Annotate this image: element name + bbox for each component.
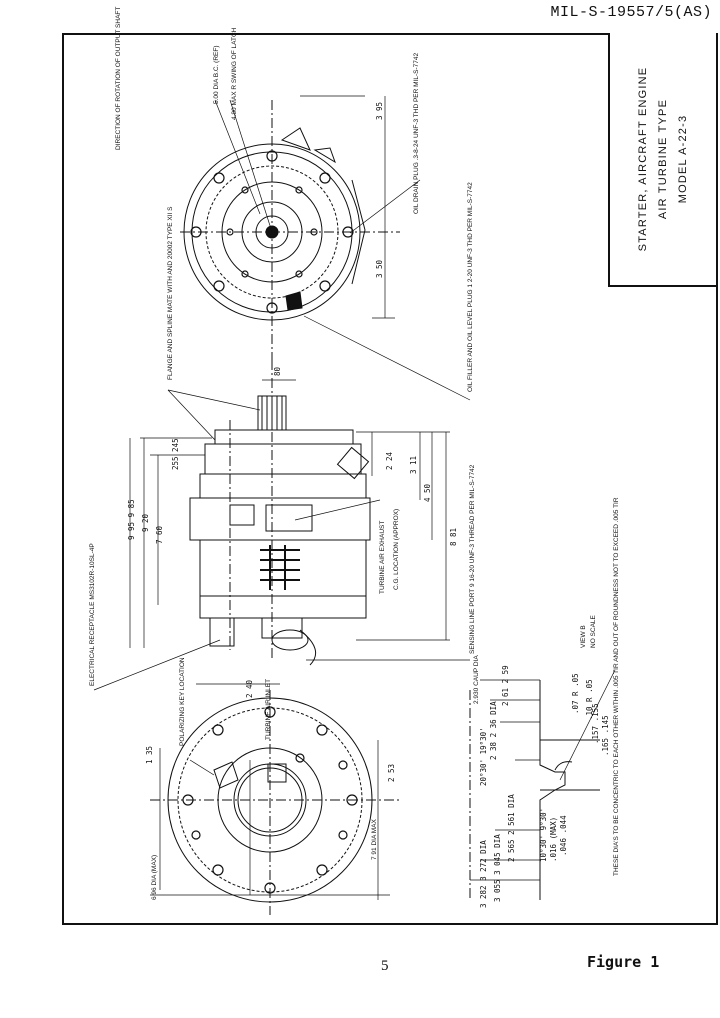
label-polarizing: POLARIZING KEY LOCATION [179, 657, 186, 746]
dim-2565: 2 565 2 561 DIA [507, 794, 516, 862]
label-no-scale: NO SCALE [590, 614, 597, 648]
dim-240: 2 40 [245, 679, 254, 698]
label-dia-max-left: 6 96 DIA (MAX) [151, 855, 158, 900]
label-receptacle: ELECTRICAL RECEPTACLE MS3102R-10SL-4P [89, 543, 96, 686]
dim-3282: 3 282 3 272 DIA [479, 840, 488, 908]
dim-255: 255 245 [171, 438, 180, 470]
dim-395: 3 95 [375, 102, 384, 120]
dim-995: 9 95 9 85 [127, 499, 136, 540]
label-flange: FLANGE AND SPLINE MATE WITH AND 20002 TY… [167, 206, 174, 380]
dim-450: 4 50 [423, 483, 432, 502]
dim-10d30: 10°30' 9°30' [539, 808, 548, 862]
label-exhaust: TURBINE AIR EXHAUST [379, 521, 386, 594]
dim-311: 3 11 [409, 456, 418, 474]
dim-165: .165 .145 [601, 715, 610, 756]
dimension-lines [93, 95, 616, 900]
dim-881: 8 81 [449, 528, 458, 546]
dim-80: 80 [273, 366, 282, 376]
label-caup: 2.930 CAUP DIA [473, 655, 480, 704]
label-rotation: DIRECTION OF ROTATION OF OUTPUT SHAFT [115, 7, 122, 150]
dim-760: 7 60 [155, 525, 164, 544]
label-swing: 4.80 MAX R SWING OF LATCH [231, 27, 238, 120]
drawing-labels: DIRECTION OF ROTATION OF OUTPUT SHAFT 5.… [89, 7, 620, 908]
end-view-bottom [150, 690, 400, 915]
dim-r07: .07 R .05 [571, 673, 580, 714]
label-concentric: THESE DIA'S TO BE CONCENTRIC TO EACH OTH… [613, 497, 620, 876]
label-oil-filler: OIL FILLER AND OIL LEVEL PLUG 1 2-20 UNF… [467, 182, 474, 392]
dim-angle: 20°30' 19°30' [479, 727, 488, 786]
dim-350: 3 50 [375, 259, 384, 278]
page-number: 5 [381, 958, 389, 974]
label-view: VIEW B [580, 625, 587, 648]
dim-r10: .10 R .05 [585, 679, 594, 720]
label-oil-drain: OIL DRAIN PLUG .3-8-24 UNF-3 THD PER MIL… [413, 53, 420, 214]
view-b-section [469, 680, 600, 900]
label-cg: C.G. LOCATION (APPROX) [393, 509, 400, 590]
dim-253: 2 53 [387, 764, 396, 782]
side-view [189, 360, 371, 666]
title-block: STARTER, AIRCRAFT ENGINE AIR TURBINE TYP… [608, 33, 716, 287]
label-dia-max-bottom: 7 91 DIA MAX [371, 819, 378, 860]
dim-157: .157 .155 [591, 703, 600, 744]
dim-920: 9 20 [141, 513, 150, 532]
dim-135: 1 35 [145, 746, 154, 764]
dim-046: .046 .044 [559, 815, 568, 856]
document-id: MIL-S-19557/5(AS) [550, 4, 712, 21]
label-sensing: SENSING LINE PORT 9 16-20 UNF-3 THREAD P… [469, 464, 476, 654]
dim-238: 2 38 2 36 DIA [489, 701, 498, 760]
dim-016: .016 (MAX) [549, 817, 558, 862]
dim-224: 2 24 [385, 451, 394, 470]
label-inlet: TURBINE AIR INLET [265, 679, 272, 740]
drawing-frame [62, 33, 718, 925]
end-view-top [180, 100, 400, 360]
figure-label: Figure 1 [587, 953, 660, 971]
dim-261: 2 61 2 59 [501, 665, 510, 706]
label-bc-dia: 5.00 DIA B.C. (REF) [213, 45, 220, 104]
dim-3055: 3 055 3 045 DIA [493, 834, 502, 902]
